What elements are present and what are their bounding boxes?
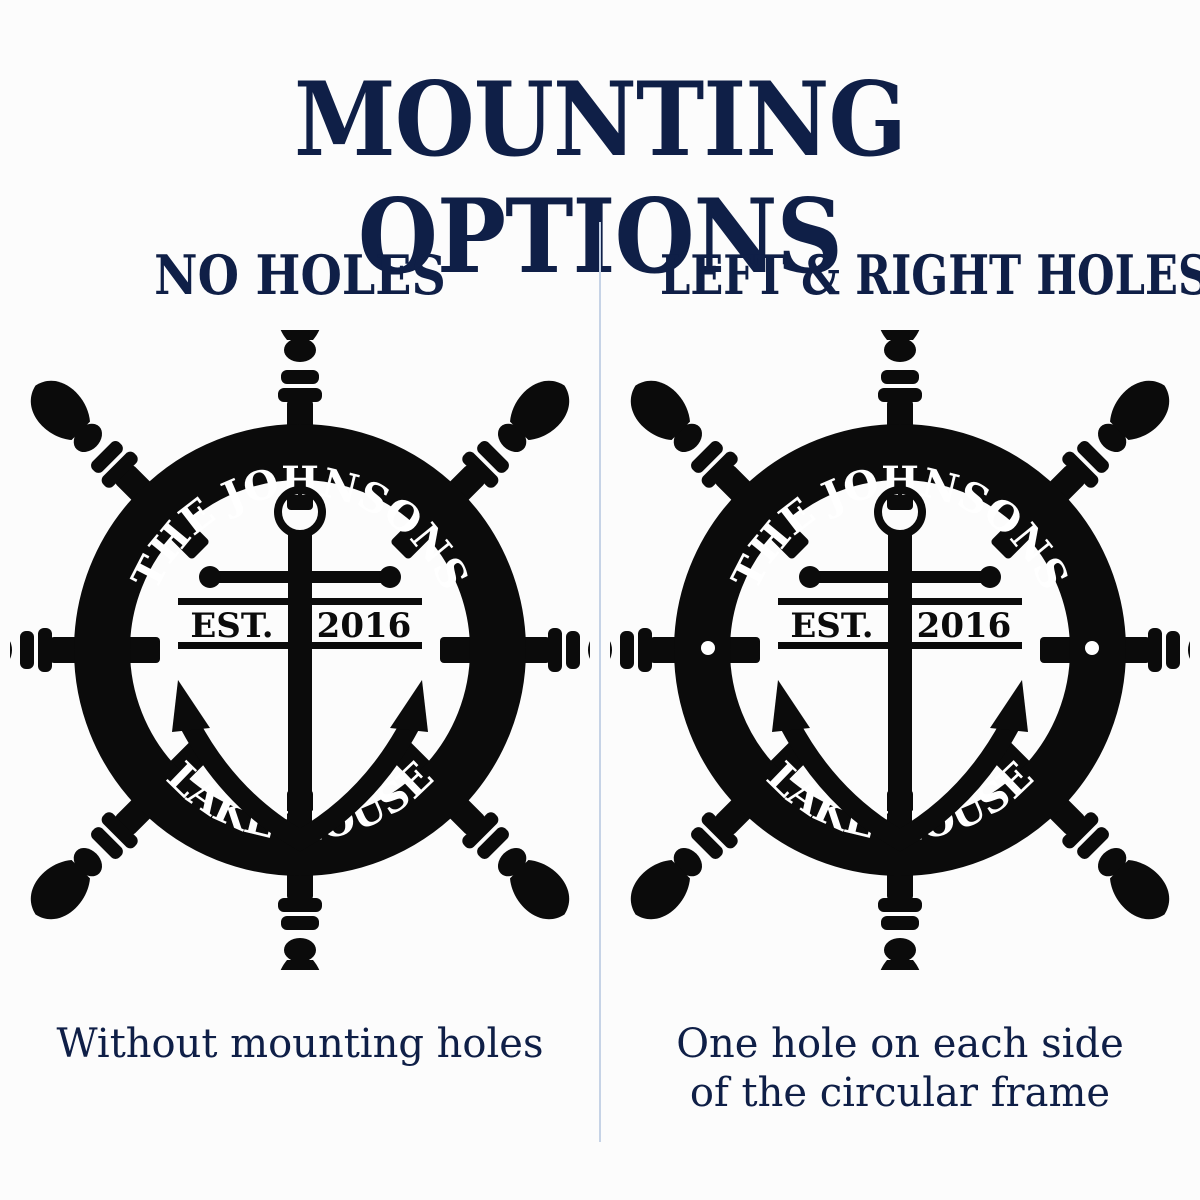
- ship-wheel-sign-no-holes: THE JOHNSONS LAKE HOUSE EST. 2016: [10, 330, 590, 970]
- option-heading-no-holes: NO HOLES: [154, 243, 446, 307]
- sign-est-label: EST.: [190, 606, 273, 646]
- right-mounting-hole: [1085, 641, 1099, 655]
- ship-wheel-sign-with-holes: THE JOHNSONS LAKE HOUSE EST. 2016: [610, 330, 1190, 970]
- anchor-icon: [772, 486, 1028, 852]
- option-caption-left-right-holes: One hole on each side of the circular fr…: [676, 1021, 1124, 1116]
- sign-year: 2016: [317, 606, 412, 646]
- option-caption-no-holes: Without mounting holes: [56, 1021, 544, 1067]
- column-divider: [599, 222, 601, 1142]
- left-mounting-hole: [701, 641, 715, 655]
- option-heading-left-right-holes: LEFT & RIGHT HOLES: [660, 243, 1200, 307]
- anchor-icon: [172, 486, 428, 852]
- sign-year: 2016: [917, 606, 1012, 646]
- sign-est-label: EST.: [790, 606, 873, 646]
